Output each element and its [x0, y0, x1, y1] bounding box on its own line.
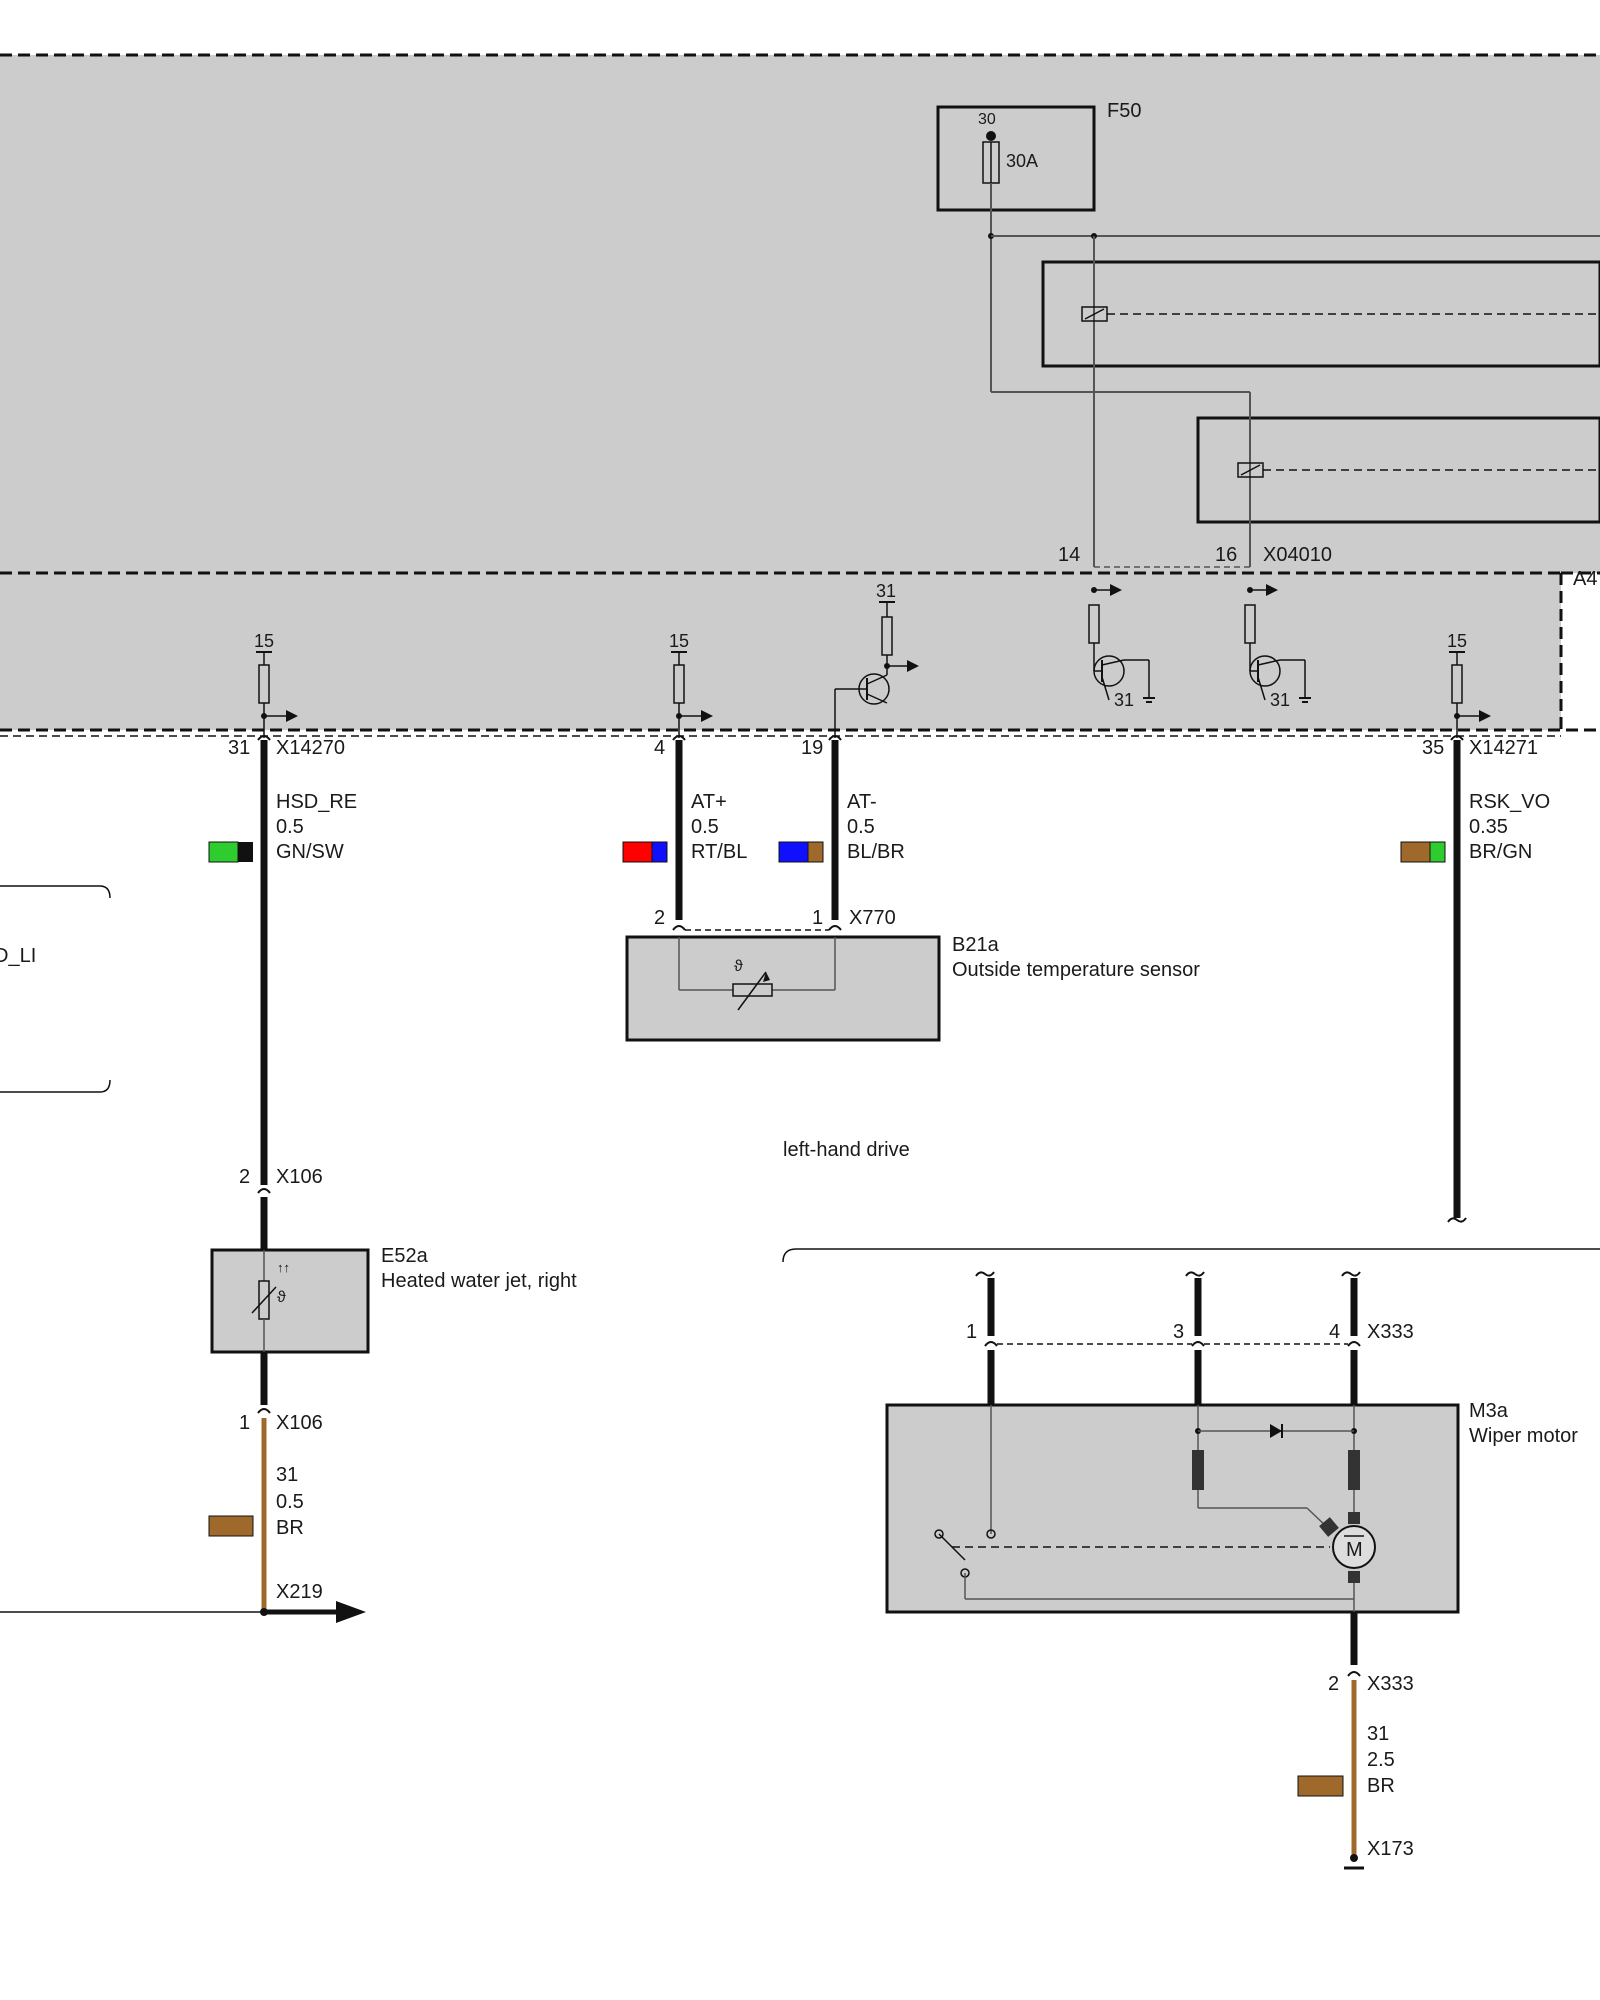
swatch-gn-2: [1429, 841, 1446, 863]
x333-label-top: X333: [1367, 1321, 1414, 1343]
hsd-re-signal: HSD_RE: [276, 791, 357, 813]
x333-pin-4: 4: [1329, 1321, 1340, 1343]
ground-m3a-pin: 2: [1328, 1673, 1339, 1695]
e52a-name: Heated water jet, right: [381, 1270, 577, 1292]
at-minus-signal: AT-: [847, 791, 877, 813]
swatch-gn: [208, 841, 239, 863]
left-bracket-top: [0, 885, 111, 899]
ground-m3a-connector: X333: [1367, 1673, 1414, 1695]
output-transistor-16: [1244, 584, 1311, 703]
fuse-id: F50: [1107, 100, 1141, 122]
input-stage-at-plus: [671, 651, 713, 738]
at-plus-color: RT/BL: [691, 841, 747, 863]
fuse-rating: 30A: [1006, 151, 1038, 171]
input-stage-rsk-vo: [1449, 651, 1491, 738]
e52a-id: E52a: [381, 1245, 429, 1267]
at-plus-supply-15: 15: [669, 631, 689, 651]
at-minus-pin: 19: [801, 737, 823, 759]
ground-e52a-connector: X106: [276, 1412, 323, 1434]
rsk-vo-pin: 35: [1422, 737, 1444, 759]
hsd-re-supply-15: 15: [254, 631, 274, 651]
relay-2: [1196, 392, 1600, 567]
transistor-16-ground: 31: [1270, 690, 1290, 710]
left-bracket-bottom: [0, 1079, 111, 1093]
transistor-14-ground: 31: [1114, 690, 1134, 710]
svg-text:M: M: [1346, 1539, 1363, 1561]
ground-e52a-color: BR: [276, 1517, 304, 1539]
x770-pin-1: 1: [812, 907, 823, 929]
e52a-connector-top: X106: [276, 1166, 323, 1188]
rsk-vo-color: BR/GN: [1469, 841, 1532, 863]
svg-text:↑↑: ↑↑: [277, 1260, 290, 1275]
fuse-f50: [936, 105, 1600, 393]
ground-e52a-end-connector: X219: [276, 1581, 323, 1603]
hsd-re-gauge: 0.5: [276, 816, 304, 838]
m3a-id: M3a: [1469, 1400, 1509, 1422]
ground-e52a-circuit: 31: [276, 1464, 298, 1486]
swatch-br-m3a: [1297, 1775, 1344, 1797]
input-stage-at-minus: [834, 601, 919, 738]
hsd-re-pin: 31: [228, 737, 250, 759]
b21a-name: Outside temperature sensor: [952, 959, 1200, 981]
lhd-bracket: [782, 1248, 1600, 1263]
at-minus-ground-31: 31: [876, 581, 896, 601]
ground-m3a-end-connector: X173: [1367, 1838, 1414, 1860]
x04010-label: X04010: [1263, 544, 1332, 566]
module-id-partial: A4: [1573, 568, 1597, 590]
swatch-sw: [238, 842, 253, 862]
swatch-bl: [651, 841, 668, 863]
swatch-br-2: [1400, 841, 1431, 863]
ground-m3a-gauge: 2.5: [1367, 1749, 1395, 1771]
outside-temperature-sensor-b21a: ϑ: [625, 935, 941, 1042]
ground-m3a-circuit: 31: [1367, 1723, 1389, 1745]
b21a-id: B21a: [952, 934, 1000, 956]
rsk-vo-connector: X14271: [1469, 737, 1538, 759]
hsd-re-connector: X14270: [276, 737, 345, 759]
relay-1: [1041, 236, 1600, 567]
e52a-pin-top: 2: [239, 1166, 250, 1188]
at-plus-signal: AT+: [691, 791, 727, 813]
ground-e52a-pin: 1: [239, 1412, 250, 1434]
rsk-vo-signal: RSK_VO: [1469, 791, 1550, 813]
fuse-pin-label: 30: [978, 111, 996, 128]
x04010-pin-16: 16: [1215, 544, 1237, 566]
wiper-motor-m3a: M: [885, 1403, 1460, 1614]
swatch-bl-2: [778, 841, 809, 863]
x770-pin-2: 2: [654, 907, 665, 929]
rsk-vo-break: [1447, 1217, 1467, 1223]
x770-label: X770: [849, 907, 896, 929]
x333-pin-1: 1: [966, 1321, 977, 1343]
svg-text:ϑ: ϑ: [734, 958, 743, 975]
rsk-vo-gauge: 0.35: [1469, 816, 1508, 838]
at-minus-color: BL/BR: [847, 841, 905, 863]
m3a-name: Wiper motor: [1469, 1425, 1578, 1447]
x219-arrow: [336, 1601, 366, 1623]
at-plus-pin: 4: [654, 737, 665, 759]
heated-water-jet-e52a: ϑ ↑↑: [210, 1248, 370, 1354]
hsd-re-color: GN/SW: [276, 841, 344, 863]
ground-m3a-color: BR: [1367, 1775, 1395, 1797]
at-minus-gauge: 0.5: [847, 816, 875, 838]
input-stage-hsd-re: [256, 651, 298, 738]
svg-text:ϑ: ϑ: [277, 1289, 286, 1306]
wiper-motor-feed-wires: [975, 1271, 1361, 1405]
swatch-rt: [622, 841, 653, 863]
x333-pin-3: 3: [1173, 1321, 1184, 1343]
swatch-br: [807, 841, 824, 863]
control-module-lower: [0, 573, 1561, 730]
ground-e52a-gauge: 0.5: [276, 1491, 304, 1513]
left-partial-label: D_LI: [0, 945, 36, 967]
swatch-br-e52a: [208, 1515, 254, 1537]
rsk-vo-supply-15: 15: [1447, 631, 1467, 651]
x04010-pin-14: 14: [1058, 544, 1080, 566]
lhd-note: left-hand drive: [783, 1139, 910, 1161]
at-plus-gauge: 0.5: [691, 816, 719, 838]
output-transistor-14: [1088, 584, 1155, 703]
